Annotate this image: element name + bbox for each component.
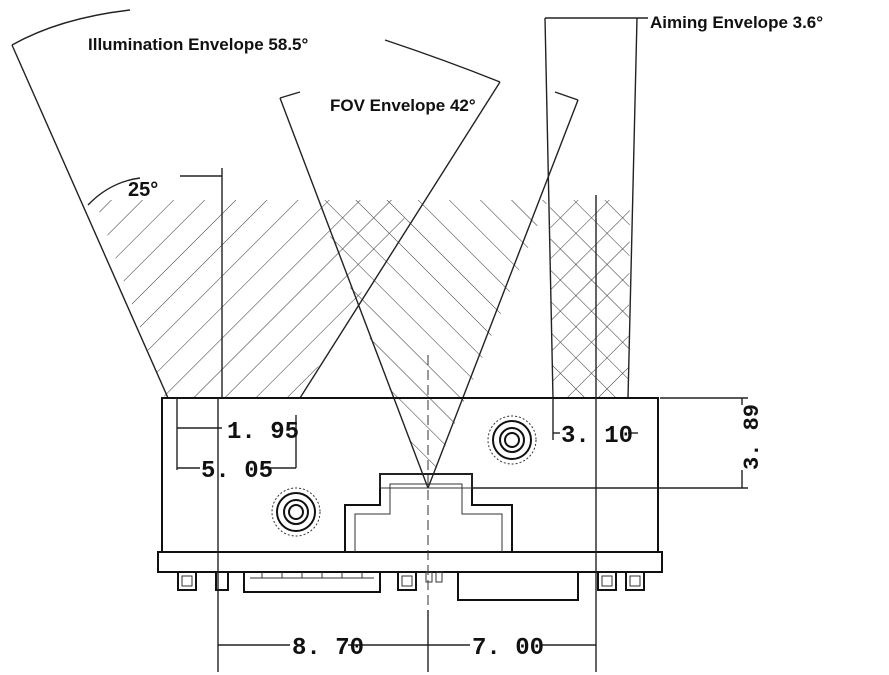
center-lines: [217, 195, 597, 672]
dimension-7-00: 7. 00: [472, 635, 544, 662]
aiming-envelope: [544, 17, 648, 399]
fov-envelope: [279, 91, 579, 489]
fov-envelope-label: FOV Envelope 42°: [330, 96, 476, 115]
illumination-envelope: [11, 9, 501, 399]
dimension-3-89: 3. 89: [740, 404, 765, 470]
left-screw: [271, 487, 321, 537]
dimension-1-95: 1. 95: [227, 419, 299, 446]
aiming-envelope-label: Aiming Envelope 3.6°: [650, 13, 823, 32]
right-screw: [487, 415, 537, 465]
dimension-8-70: 8. 70: [292, 635, 364, 662]
dimension-lines: [176, 397, 748, 646]
module-housing: [157, 397, 663, 573]
angle-25-label: 25°: [128, 179, 158, 201]
illumination-envelope-label: Illumination Envelope 58.5°: [88, 35, 308, 54]
dimension-3-10: 3. 10: [561, 423, 633, 450]
angle-25-marker: [87, 168, 223, 398]
bottom-connectors: [177, 571, 645, 601]
dimension-5-05: 5. 05: [201, 458, 273, 485]
aiming-hatch: [550, 200, 630, 398]
